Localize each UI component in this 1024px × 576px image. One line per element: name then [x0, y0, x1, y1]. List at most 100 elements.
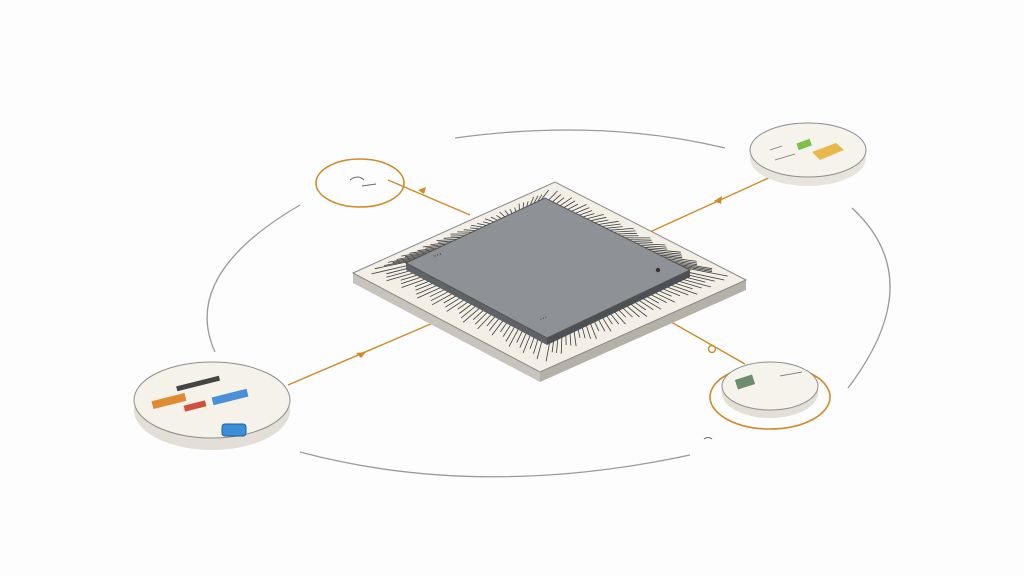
chip-pin	[477, 223, 487, 226]
chip-pin	[617, 232, 638, 235]
chip-pin	[409, 248, 436, 254]
orbit-arc-left	[206, 204, 301, 353]
connector-to-top-right-module	[649, 174, 776, 233]
chip-pin	[632, 241, 653, 243]
left-module-connector-blue	[221, 423, 247, 437]
chip-die-label: ...	[431, 247, 443, 259]
orbit-arc-bottom	[299, 451, 691, 478]
chip-pin	[490, 216, 498, 221]
connector-to-small-ring	[387, 179, 471, 216]
chip-pin	[404, 252, 428, 258]
chip-pin	[613, 230, 636, 233]
chip-pin	[482, 221, 491, 225]
chip-pin	[450, 235, 465, 237]
chip-pin	[533, 195, 539, 204]
chip-pin	[401, 250, 432, 257]
chip-pin	[628, 239, 652, 241]
chip-pin	[530, 196, 535, 205]
chip-pin	[417, 247, 439, 252]
right-module	[709, 361, 831, 430]
chip-pin	[463, 229, 476, 231]
chip-die	[404, 197, 692, 339]
chip-pin	[437, 240, 454, 243]
chip-pin	[387, 255, 421, 263]
chip-pin	[537, 194, 543, 202]
chip-pin	[383, 259, 414, 266]
chip: ... ...	[351, 181, 748, 382]
left-module-top	[133, 361, 291, 439]
chip-pin	[504, 210, 509, 216]
small-ring-outline	[315, 158, 405, 208]
chip-pin	[443, 236, 461, 239]
chip-pin	[374, 260, 410, 270]
orbit-path	[206, 129, 891, 478]
chip-pin	[470, 227, 480, 230]
chip-pin	[686, 271, 725, 281]
chip-pin	[640, 245, 667, 248]
chip-pin	[563, 200, 576, 208]
chip-pin	[425, 245, 443, 249]
chip-pin	[470, 225, 483, 228]
chip-pin	[644, 246, 668, 250]
chip-pin	[647, 248, 681, 253]
chip-pin	[396, 254, 425, 260]
chip-pin	[598, 220, 619, 225]
left-module-bar-dark	[176, 375, 221, 392]
top-right-module-sketch	[769, 145, 796, 161]
chip-pin	[436, 238, 458, 241]
chip-pin	[663, 256, 697, 262]
chip-pin	[583, 213, 595, 218]
top-right-module	[749, 122, 867, 186]
chip-substrate-side	[353, 273, 540, 382]
chip-pin	[509, 208, 513, 214]
chip-pin	[560, 197, 573, 206]
stray-mark	[703, 437, 713, 440]
right-module-chip	[734, 374, 756, 390]
chip-pin	[590, 216, 607, 222]
chip-pin	[636, 243, 666, 246]
chip-pin	[499, 211, 506, 218]
chip-pin	[594, 219, 609, 223]
chip-pin	[674, 262, 713, 270]
chip-pin	[548, 190, 558, 201]
orbit-arc-right	[847, 207, 891, 389]
chip-pin	[609, 228, 634, 231]
chip-pin	[556, 197, 565, 205]
chip-pin	[575, 207, 590, 214]
left-module-bar-orange	[151, 393, 187, 409]
chip-pin	[552, 194, 562, 203]
right-module-top	[721, 361, 819, 411]
chip-die-side	[406, 263, 547, 345]
top-right-module-chip-green	[796, 138, 812, 151]
arrowhead-top-right	[714, 196, 722, 204]
chip-substrate-side-right	[540, 280, 746, 382]
chip-pin	[678, 263, 713, 271]
orbit-arc-top	[454, 129, 726, 149]
chip-pin	[514, 207, 517, 212]
connector-dot-right	[707, 344, 717, 354]
chip-pin	[392, 257, 418, 264]
chip-pin	[579, 210, 593, 216]
right-module-sketch	[779, 371, 803, 377]
chip-pin	[540, 189, 549, 200]
chip-pin	[522, 202, 525, 209]
chip-pin	[602, 223, 621, 227]
top-right-module-top	[749, 122, 867, 178]
left-module-bar-red	[183, 400, 207, 412]
chip-pin	[496, 215, 502, 219]
small-ring-inner-sketch	[349, 176, 377, 187]
chip-pin	[606, 226, 623, 229]
chip-pin	[682, 265, 712, 273]
top-right-module-chip-yellow	[812, 143, 844, 160]
left-module	[133, 361, 291, 450]
chip-pin	[526, 201, 529, 207]
chip-pin	[586, 214, 605, 220]
chip-pin	[430, 242, 450, 245]
chip-pin	[567, 203, 579, 210]
left-module-bar-blue	[211, 388, 249, 406]
small-ring-node	[315, 158, 405, 208]
chip-pin	[651, 250, 682, 255]
chip-pin	[371, 264, 410, 275]
chip-die-marker	[655, 267, 661, 273]
